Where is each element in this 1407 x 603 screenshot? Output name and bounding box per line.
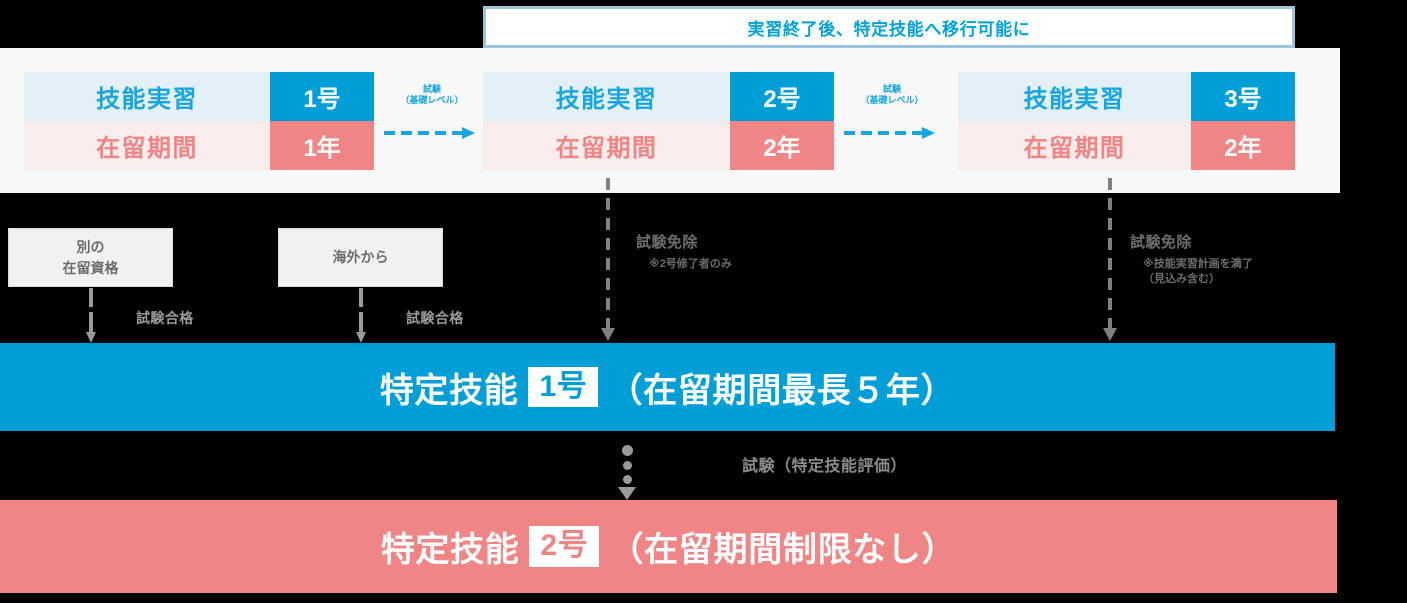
exam-arrow-2-caption: 試験 （基礎レベル） [838,84,946,107]
training-stage-1-program-value: 1号 [270,72,374,121]
exam-arrow-1-dashed-line [384,131,462,135]
evaluation-exam-label: 試験（特定技能評価） [742,458,907,475]
training-stage-3-period-label: 在留期間 [958,121,1191,170]
training-stage-1-period-value: 1年 [270,121,374,170]
exemption-note-1: 試験免除 ※2号修了者のみ [636,231,732,272]
training-stage-1-period-label: 在留期間 [24,121,270,170]
exemption-arrow-1-icon [601,178,615,343]
training-stage-1: 技能実習 1号 在留期間 1年 [24,72,374,170]
training-stage-3-period-row: 在留期間 2年 [958,121,1295,170]
training-stage-3-program-row: 技能実習 3号 [958,72,1295,121]
transition-banner-text: 実習終了後、特定技能へ移行可能に [747,19,1031,39]
training-stage-3-period-value: 2年 [1191,121,1295,170]
entry-box-from-overseas: 海外から [278,228,443,287]
evaluation-arrow-icon [618,445,638,500]
exemption-note-2: 試験免除 ※技能実習計画を満了（見込み含む） [1130,231,1253,287]
exam-arrow-2-arrowhead-icon [922,127,935,139]
ssw1-suffix: （在留期間最長５年） [608,371,956,410]
entry-box-other-status: 別の在留資格 [8,228,173,287]
exam-arrow-2-caption-line2: （基礎レベル） [860,95,924,106]
exam-arrow-1-arrowhead-icon [462,127,475,139]
ssw2-bar-text: 特定技能 2号 （在留期間制限なし） [381,522,957,571]
training-stage-2-period-row: 在留期間 2年 [483,121,834,170]
training-stage-1-period-row: 在留期間 1年 [24,121,374,170]
exemption-note-1-heading: 試験免除 [636,234,698,251]
training-stage-1-program-row: 技能実習 1号 [24,72,374,121]
ssw2-chip: 2号 [529,526,600,567]
exam-pass-label-1: 試験合格 [136,310,194,326]
training-stage-2-period-value: 2年 [730,121,834,170]
training-stage-2-program-value: 2号 [730,72,834,121]
training-stage-2-program-label: 技能実習 [483,72,730,121]
exam-arrow-1: 試験 （基礎レベル） [378,84,486,160]
training-stage-2-period-label: 在留期間 [483,121,730,170]
exam-pass-label-2: 試験合格 [406,310,464,326]
training-stage-2: 技能実習 2号 在留期間 2年 [483,72,834,170]
exam-arrow-2-caption-line1: 試験 [882,84,901,94]
training-stage-3-program-label: 技能実習 [958,72,1191,121]
training-stage-3: 技能実習 3号 在留期間 2年 [958,72,1295,170]
training-stage-1-program-label: 技能実習 [24,72,270,121]
training-stage-3-program-value: 3号 [1191,72,1295,121]
ssw2-prefix: 特定技能 [380,531,520,569]
exam-arrow-1-caption-line2: （基礎レベル） [400,95,464,106]
training-stage-2-program-row: 技能実習 2号 [483,72,834,121]
ssw2-suffix: （在留期間制限なし） [609,531,957,569]
exemption-note-2-heading: 試験免除 [1130,234,1192,251]
exam-arrow-1-caption-line1: 試験 [422,84,441,94]
ssw1-bar-text: 特定技能 1号 （在留期間最長５年） [380,363,956,412]
ssw1-chip: 1号 [528,366,599,408]
exam-arrow-2-dashed-line [844,131,922,135]
entry-arrow-1-icon [86,288,96,343]
exam-arrow-2: 試験 （基礎レベル） [838,84,946,160]
entry-arrow-2-icon [356,288,366,343]
exemption-arrow-2-icon [1103,178,1117,343]
ssw1-prefix: 特定技能 [379,371,519,410]
exemption-note-1-detail: ※2号修了者のみ [649,258,732,270]
specified-skilled-worker-1-bar: 特定技能 1号 （在留期間最長５年） [0,343,1335,431]
exemption-note-2-detail: ※技能実習計画を満了（見込み含む） [1143,258,1253,285]
exam-arrow-1-caption: 試験 （基礎レベル） [378,84,486,107]
transition-banner: 実習終了後、特定技能へ移行可能に [483,6,1295,48]
specified-skilled-worker-2-bar: 特定技能 2号 （在留期間制限なし） [0,500,1337,593]
